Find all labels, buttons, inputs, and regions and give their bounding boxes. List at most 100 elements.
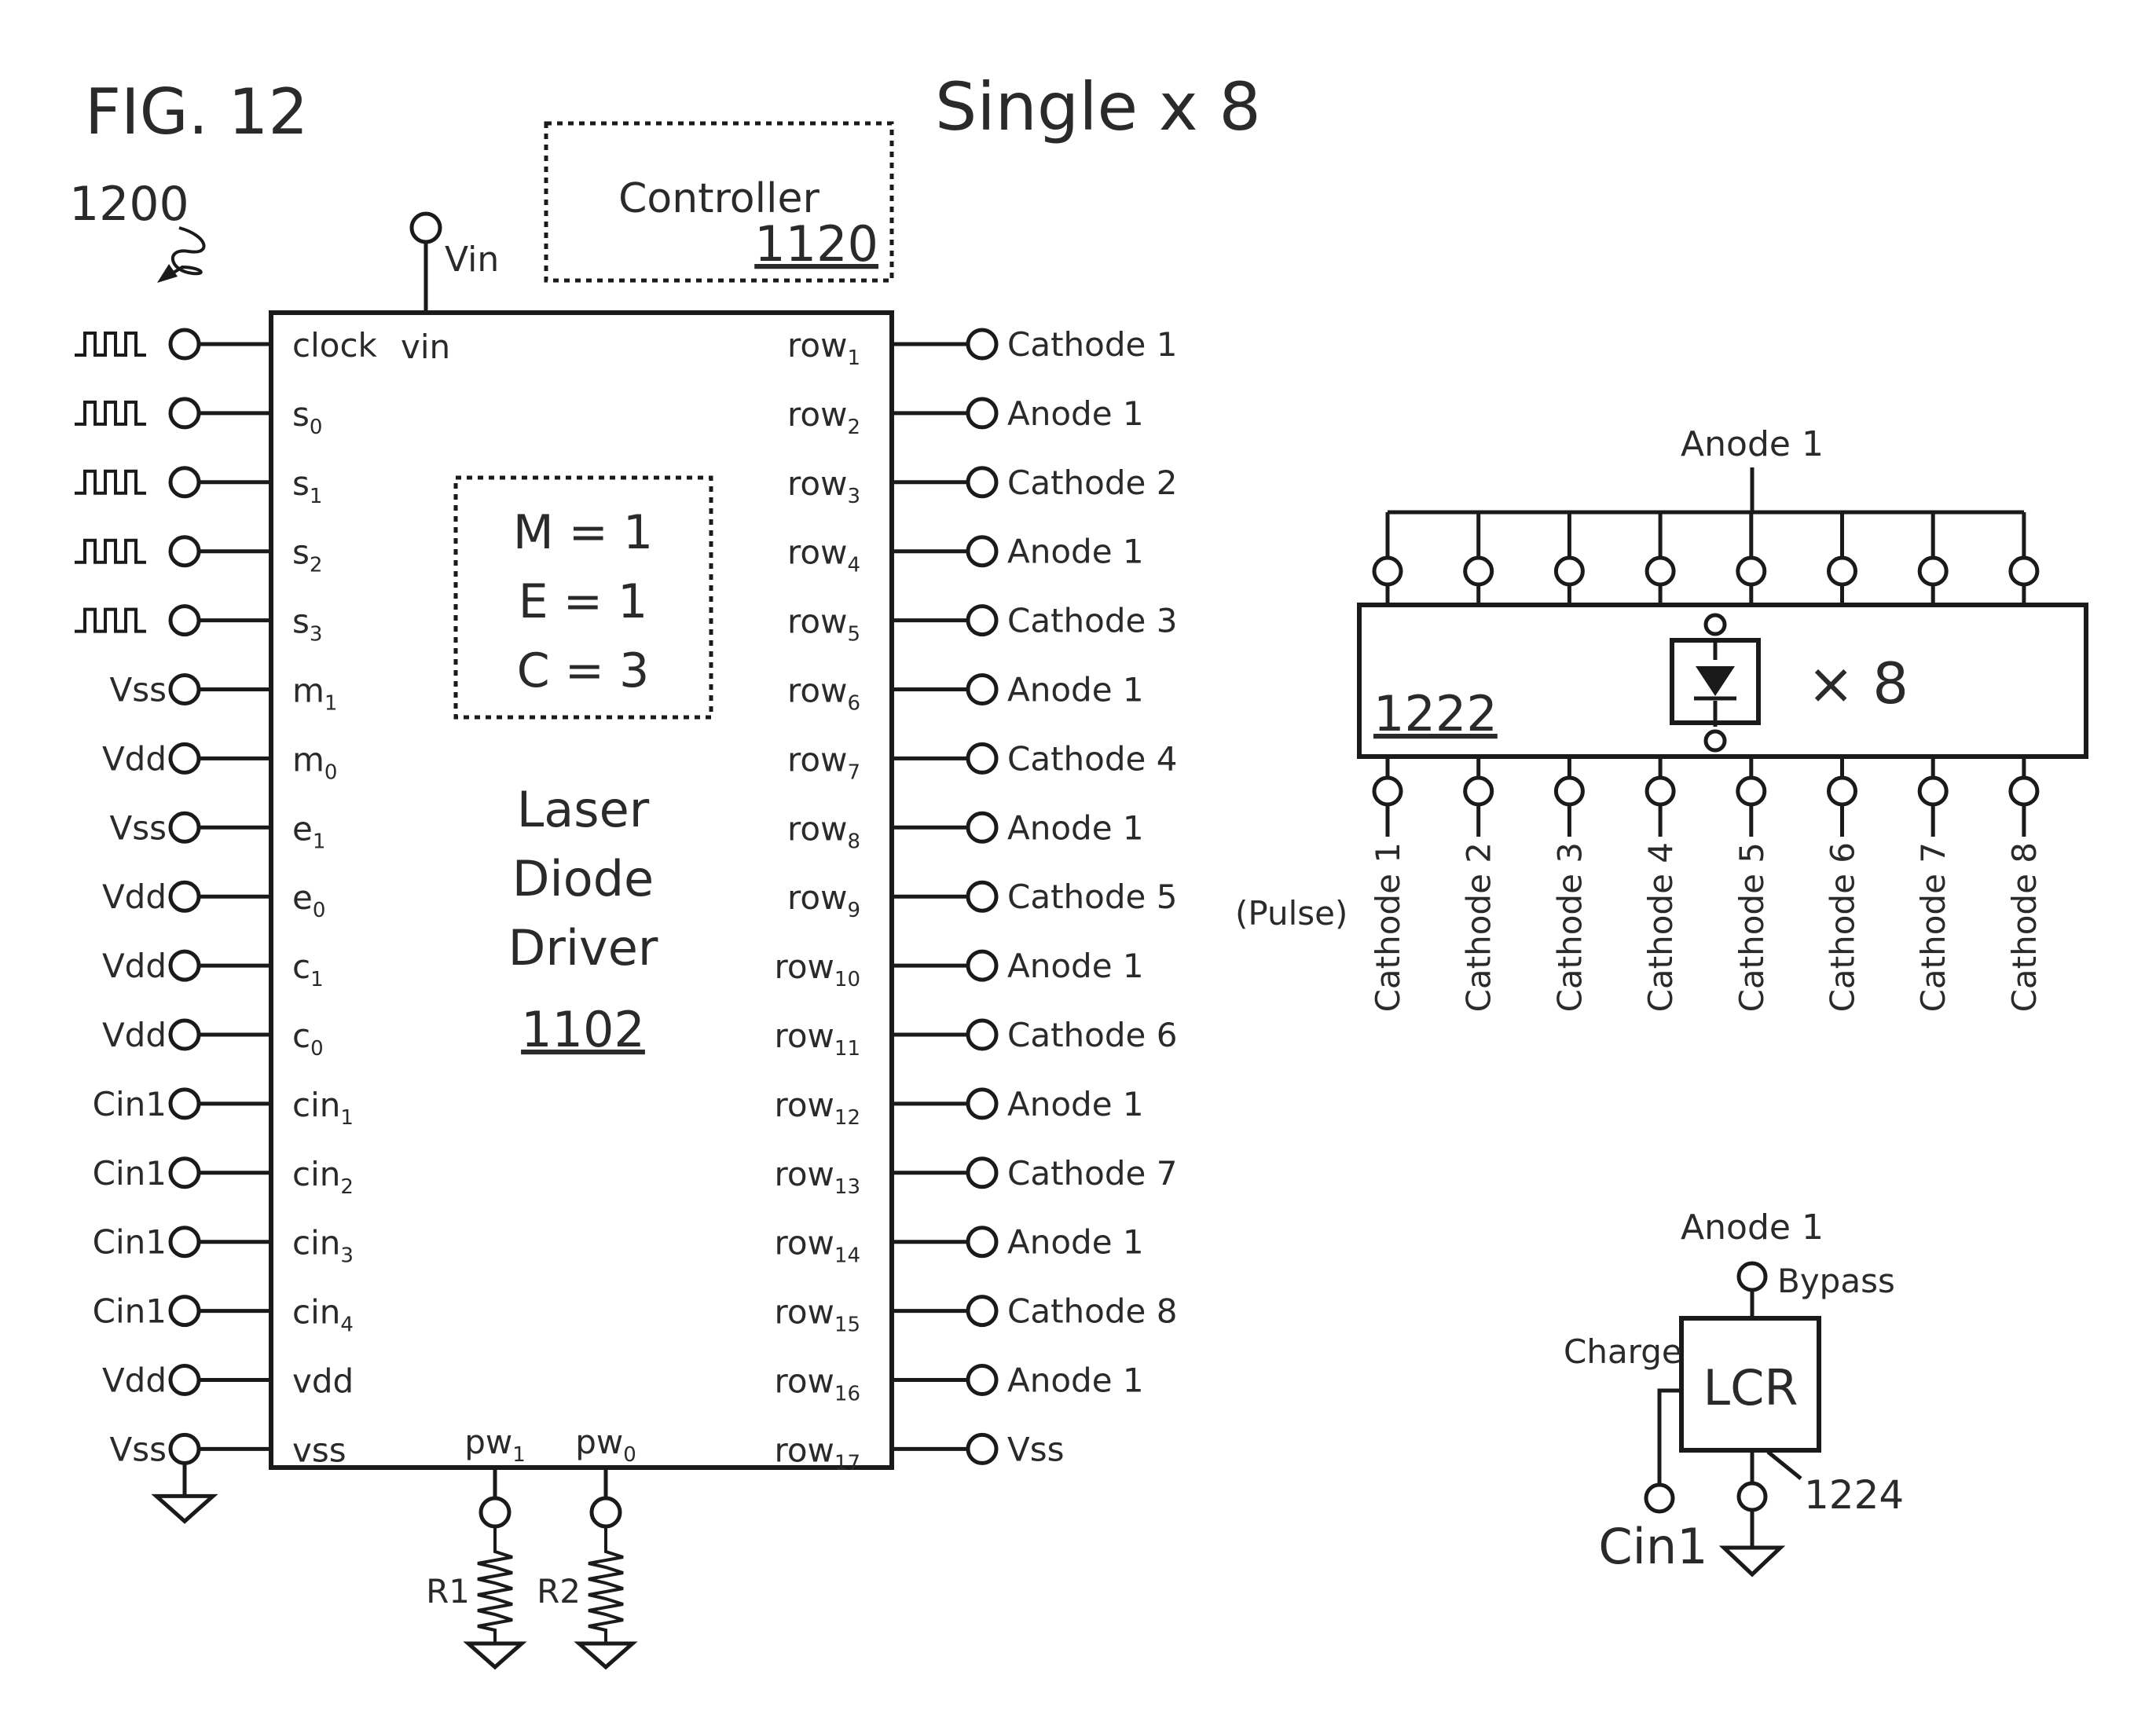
right-pin-label: row3 xyxy=(787,464,860,508)
left-pin-label: cin2 xyxy=(292,1155,354,1199)
right-pin-label-base: row xyxy=(787,809,847,848)
left-pin-label-base: cin xyxy=(292,1086,340,1124)
resistor-symbol xyxy=(477,1526,513,1644)
left-pin-external-label: Vss xyxy=(110,671,167,709)
right-pin-external-label: Anode 1 xyxy=(1007,533,1144,571)
laser-array-channel-4: Cathode 4 xyxy=(1641,512,1680,1012)
right-pin-label-subscript: 7 xyxy=(847,760,860,784)
right-pin-label: row13 xyxy=(775,1155,861,1199)
left-pin-label: m1 xyxy=(292,672,337,716)
left-pin-label-base: s xyxy=(292,603,310,641)
right-pin-label: row14 xyxy=(775,1224,861,1268)
ground-symbol xyxy=(574,1641,638,1670)
laser-array-anode-label: Anode 1 xyxy=(1681,424,1824,464)
laser-array-channel-6: Cathode 6 xyxy=(1824,512,1862,1012)
right-pin-label-subscript: 8 xyxy=(847,830,860,853)
resistor-symbol xyxy=(588,1526,624,1644)
left-pin-label: e1 xyxy=(292,809,325,853)
left-pin-0: clock xyxy=(75,326,378,365)
right-pin-external-label: Cathode 7 xyxy=(1007,1154,1177,1193)
right-pin-terminal xyxy=(966,466,999,499)
left-pin-label: s0 xyxy=(292,395,322,439)
cathode-terminal xyxy=(1827,775,1857,807)
laser-array-channel-1: Cathode 1 xyxy=(1369,512,1407,1012)
left-pin-label: vdd xyxy=(292,1362,354,1401)
right-pin-terminal xyxy=(966,949,999,982)
right-pin-label-subscript: 12 xyxy=(834,1106,860,1130)
lcr-charge-label: Charge xyxy=(1564,1332,1682,1371)
right-pin-terminal xyxy=(966,1087,999,1120)
lcr-charge-wire xyxy=(1657,1388,1681,1485)
right-pin-label-subscript: 6 xyxy=(847,692,860,716)
left-pin-external-label: Vdd xyxy=(102,1361,167,1400)
left-pin-terminal xyxy=(168,604,201,637)
right-pin-terminal xyxy=(966,397,999,430)
right-pin-label-base: row xyxy=(787,672,847,710)
right-pin-label-subscript: 5 xyxy=(847,623,860,647)
left-pin-terminal xyxy=(168,673,201,705)
driver-param-e: E = 1 xyxy=(519,574,648,629)
left-pin-label: c1 xyxy=(292,947,324,991)
right-pin-label-base: row xyxy=(787,878,847,917)
left-pin-label-base: vss xyxy=(292,1431,346,1469)
vin-label: Vin xyxy=(445,240,499,280)
driver-top-pin-vin: vin xyxy=(401,328,450,366)
right-pin-terminal xyxy=(966,1018,999,1051)
cathode-label: Cathode 1 xyxy=(1369,842,1407,1012)
left-pin-terminal xyxy=(168,397,201,430)
right-pin-label-subscript: 17 xyxy=(834,1451,860,1475)
laser-diode-driver-chip xyxy=(269,310,894,1470)
clock-pulse-icon xyxy=(75,400,146,426)
right-pin-16: row17 Vss xyxy=(775,1430,1065,1475)
right-pin-terminal xyxy=(966,880,999,913)
right-pin-terminal xyxy=(966,1295,999,1328)
cathode-label: Cathode 4 xyxy=(1641,842,1680,1012)
clock-pulse-icon xyxy=(75,538,146,564)
cathode-label: Cathode 5 xyxy=(1732,842,1771,1012)
left-pin-label-subscript: 1 xyxy=(310,968,324,991)
right-pin-external-label: Cathode 2 xyxy=(1007,464,1177,502)
cathode-terminal xyxy=(2008,775,2040,807)
cathode-label: Cathode 8 xyxy=(2005,842,2044,1012)
right-pin-terminal xyxy=(966,673,999,705)
left-pin-external-label: Cin1 xyxy=(93,1223,167,1262)
bottom-pin-label-subscript: 0 xyxy=(623,1443,636,1467)
right-pin-label-base: row xyxy=(775,1431,834,1469)
figure-title: FIG. 12 xyxy=(85,75,308,148)
figure-reference-number: 1200 xyxy=(69,177,189,232)
right-pin-terminal xyxy=(966,1156,999,1189)
right-pin-external-label: Cathode 5 xyxy=(1007,878,1177,916)
left-pin-label-base: c xyxy=(292,947,310,986)
left-pin-label-subscript: 1 xyxy=(310,485,323,508)
left-pin-label-subscript: 2 xyxy=(340,1175,354,1199)
laser-array-reference: 1222 xyxy=(1373,685,1498,742)
left-pin-label-subscript: 2 xyxy=(310,554,323,577)
right-pin-external-label: Vss xyxy=(1007,1430,1065,1468)
left-pin-label-base: s xyxy=(292,395,310,434)
right-pin-label-base: row xyxy=(775,1086,834,1124)
configuration-title: Single x 8 xyxy=(935,68,1261,145)
right-pin-external-label: Cathode 6 xyxy=(1007,1016,1177,1054)
cathode-terminal xyxy=(1553,775,1585,807)
bottom-pin-label-base: pw xyxy=(575,1423,623,1461)
left-pin-label-base: clock xyxy=(292,326,378,365)
right-pin-terminal xyxy=(966,1432,999,1465)
left-pin-terminal xyxy=(168,535,201,568)
anode-terminal xyxy=(2008,555,2040,587)
anode-terminal xyxy=(1736,555,1767,587)
right-pin-label-subscript: 10 xyxy=(834,968,860,991)
left-pin-label-subscript: 0 xyxy=(310,416,323,439)
